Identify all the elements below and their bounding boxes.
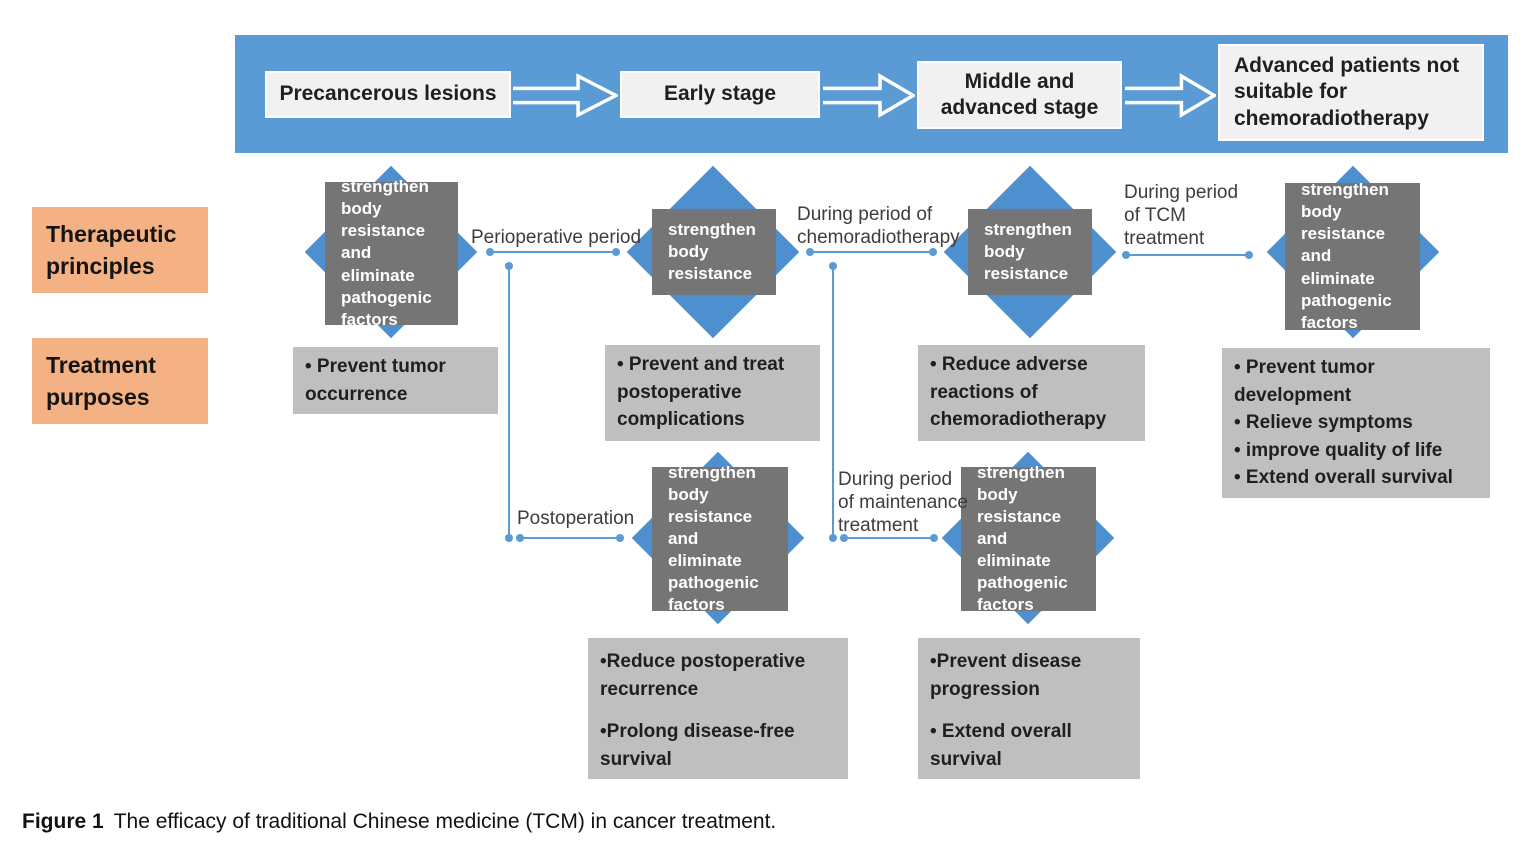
purpose-item: •Prolong disease-free survival xyxy=(600,721,795,770)
stage-box-advanced-unsuitable: Advanced patients not suitable for chemo… xyxy=(1218,44,1484,141)
purpose-box-advanced: • Prevent tumor development • Relieve sy… xyxy=(1222,348,1490,498)
principle-text: strengthen body resistance xyxy=(984,219,1072,284)
connector-dot xyxy=(829,534,837,542)
stage-box-middle-advanced: Middle and advanced stage xyxy=(917,61,1122,129)
purpose-box-adverse-reactions: • Reduce adverse reactions of chemoradio… xyxy=(918,345,1145,441)
connector-line xyxy=(519,537,620,539)
connector-label-text: Postoperation xyxy=(517,508,635,529)
purpose-text: • Prevent and treat postoperative compli… xyxy=(617,354,785,431)
row-label-text: Treatment purposes xyxy=(46,351,156,410)
connector-dot xyxy=(930,534,938,542)
purpose-box-occurrence: • Prevent tumor occurrence xyxy=(293,347,498,415)
connector-line xyxy=(508,266,510,538)
connector-line xyxy=(1126,254,1249,256)
purpose-item: • Extend overall survival xyxy=(1234,467,1453,489)
connector-line xyxy=(843,537,934,539)
stage-box-precancerous: Precancerous lesions xyxy=(265,71,511,118)
connector-line xyxy=(832,266,834,538)
stage-box-early: Early stage xyxy=(620,71,820,118)
connector-dot xyxy=(840,534,848,542)
flow-arrow-icon xyxy=(823,73,915,118)
flow-arrow-icon xyxy=(513,73,618,118)
row-label-treatment-purposes: Treatment purposes xyxy=(32,338,208,424)
figure-caption-label: Figure 1 xyxy=(22,810,104,833)
connector-label-text: During period of maintenance treatment xyxy=(838,469,968,537)
purpose-text: • Prevent tumor occurrence xyxy=(305,356,446,405)
connector-dot xyxy=(505,262,513,270)
connector-dot xyxy=(505,534,513,542)
stage-label: Early stage xyxy=(663,82,777,106)
purpose-item: • Prevent tumor development xyxy=(1234,357,1375,406)
purpose-box-recurrence: •Reduce postoperative recurrence •Prolon… xyxy=(588,638,848,780)
connector-dot xyxy=(612,248,620,256)
purpose-item: •Prevent disease progression xyxy=(930,651,1082,700)
principle-text: strengthen body resistance xyxy=(668,219,756,284)
principle-box-middle-advanced: strengthen body resistance xyxy=(968,209,1092,295)
purpose-item: • Extend overall survival xyxy=(930,721,1072,770)
stage-label: Advanced patients not suitable for chemo… xyxy=(1234,54,1460,130)
connector-dot xyxy=(516,534,524,542)
connector-label-perioperative: Perioperative period xyxy=(471,226,641,249)
connector-dot xyxy=(929,248,937,256)
principle-text: strengthen body resistance and eliminate… xyxy=(668,462,759,615)
principle-box-advanced-unsuitable: strengthen body resistance and eliminate… xyxy=(1285,180,1420,332)
connector-label-text: During period of chemoradiotherapy xyxy=(797,204,960,249)
connector-label-text: During period of TCM treatment xyxy=(1124,182,1239,250)
principle-box-maintenance: strengthen body resistance and eliminate… xyxy=(961,463,1096,614)
purpose-item: • improve quality of life xyxy=(1234,439,1443,461)
flow-arrow-icon xyxy=(1125,73,1216,118)
connector-label-tcm: During period of TCM treatment xyxy=(1124,181,1238,251)
connector-label-postoperation: Postoperation xyxy=(517,507,634,530)
principle-box-postoperation: strengthen body resistance and eliminate… xyxy=(652,463,788,614)
row-label-therapeutic-principles: Therapeutic principles xyxy=(32,207,208,293)
principle-text: strengthen body resistance and eliminate… xyxy=(1301,180,1392,332)
connector-dot xyxy=(1245,251,1253,259)
connector-line xyxy=(490,251,616,253)
principle-text: strengthen body resistance and eliminate… xyxy=(341,177,432,329)
connector-label-maintenance: During period of maintenance treatment xyxy=(838,468,968,538)
stage-label: Precancerous lesions xyxy=(279,82,497,106)
purpose-item: •Reduce postoperative recurrence xyxy=(600,651,806,700)
principle-box-precancerous: strengthen body resistance and eliminate… xyxy=(325,177,458,329)
connector-dot xyxy=(616,534,624,542)
purpose-text: • Reduce adverse reactions of chemoradio… xyxy=(930,354,1107,431)
connector-label-chemoradiotherapy: During period of chemoradiotherapy xyxy=(797,203,960,249)
connector-dot xyxy=(829,262,837,270)
connector-dot xyxy=(806,248,814,256)
purpose-box-progression: •Prevent disease progression • Extend ov… xyxy=(918,638,1140,780)
row-label-text: Therapeutic principles xyxy=(46,220,177,279)
principle-text: strengthen body resistance and eliminate… xyxy=(977,462,1068,615)
connector-line xyxy=(810,251,933,253)
purpose-item: • Relieve symptoms xyxy=(1234,412,1413,434)
principle-box-early-stage: strengthen body resistance xyxy=(652,209,776,295)
purpose-box-postop-complications: • Prevent and treat postoperative compli… xyxy=(605,345,820,441)
connector-dot xyxy=(1122,251,1130,259)
connector-label-text: Perioperative period xyxy=(471,227,642,248)
figure-caption: Figure 1 The efficacy of traditional Chin… xyxy=(22,810,1222,834)
stage-label: Middle and advanced stage xyxy=(940,69,1099,119)
connector-dot xyxy=(486,248,494,256)
figure-caption-text: The efficacy of traditional Chinese medi… xyxy=(113,810,777,833)
